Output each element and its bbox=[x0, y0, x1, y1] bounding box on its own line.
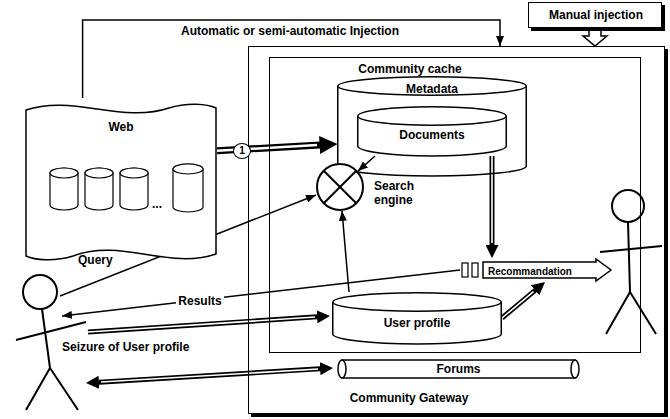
text-slot: Documents bbox=[357, 128, 507, 143]
figure-arms bbox=[600, 246, 662, 252]
cylinder-top bbox=[333, 293, 502, 312]
seizure-label: Seizure of User profile bbox=[62, 341, 189, 355]
server-cylinder bbox=[85, 168, 113, 210]
web-shape: Web bbox=[25, 98, 217, 268]
gateway-box: Community GatewayCommunity cacheMetadata… bbox=[248, 46, 665, 414]
server-cylinder bbox=[120, 168, 148, 210]
forums-arrow bbox=[95, 369, 324, 383]
forums-scroll: Forums bbox=[336, 359, 581, 379]
node-text: Forums bbox=[436, 363, 480, 377]
text-slot: Community Gateway bbox=[309, 391, 509, 406]
text-slot: Recommandation bbox=[488, 264, 618, 278]
figure-leg bbox=[50, 368, 78, 410]
figure-head bbox=[23, 275, 57, 309]
forums-arrow-inner bbox=[101, 369, 318, 382]
recommendation-arrow: Recommandation bbox=[482, 258, 612, 282]
engine-cross bbox=[324, 171, 357, 204]
text-slot: Forums bbox=[336, 362, 581, 377]
connector-line bbox=[83, 20, 500, 98]
user-profile-cylinder: User profile bbox=[332, 292, 502, 344]
node-text: User profile bbox=[384, 317, 451, 331]
figure-body bbox=[628, 222, 630, 292]
documents-to-recommendation bbox=[492, 156, 493, 249]
query-label: Query bbox=[78, 254, 113, 268]
edge-label: Automatic or semi-automatic Injection bbox=[179, 25, 401, 39]
connector-inner bbox=[491, 156, 493, 243]
callout-number: 1 bbox=[233, 143, 251, 159]
arrow-outline bbox=[483, 259, 611, 281]
figure-leg bbox=[630, 292, 656, 334]
scroll-roll bbox=[571, 360, 579, 378]
figure-leg bbox=[606, 292, 630, 334]
cylinder-body bbox=[338, 86, 527, 176]
server-cylinder-top bbox=[173, 164, 203, 174]
injection-box: Manual injection bbox=[528, 2, 662, 28]
node-text: Recommandation bbox=[488, 266, 572, 278]
server-cylinder-top bbox=[120, 168, 148, 178]
connector-line bbox=[342, 211, 349, 292]
server-cylinder bbox=[173, 164, 203, 212]
engine-circle bbox=[317, 164, 363, 210]
figure-body bbox=[42, 309, 50, 368]
manual-injection-arrow bbox=[583, 28, 607, 46]
connector-line bbox=[358, 156, 375, 171]
search-engine: Search engine bbox=[316, 163, 364, 211]
ellipsis: ... bbox=[152, 198, 162, 212]
figure-leg bbox=[26, 368, 50, 410]
text-slot: Manual injection bbox=[529, 8, 663, 23]
scroll-roll bbox=[338, 360, 346, 378]
metadata-cylinder: MetadataDocuments bbox=[337, 76, 527, 176]
profile-to-recommendation bbox=[502, 288, 538, 318]
injection-arrow bbox=[83, 20, 500, 98]
text-slot: Search engine bbox=[374, 180, 438, 208]
figure-head bbox=[612, 190, 644, 222]
documents-cylinder: Documents bbox=[357, 106, 507, 156]
connector-line bbox=[502, 288, 538, 318]
search-engine-outline bbox=[316, 163, 364, 211]
node-text: Community cache bbox=[358, 63, 461, 77]
cache-box: Community cacheMetadataDocumentsSearch e… bbox=[269, 57, 641, 353]
node-text: Metadata bbox=[406, 83, 458, 97]
results-label: Results bbox=[176, 295, 223, 309]
figure-arms bbox=[16, 322, 86, 340]
connector-line bbox=[490, 156, 495, 249]
node-text: Search engine bbox=[374, 180, 438, 208]
seizure-arrow bbox=[88, 317, 321, 332]
scroll-body bbox=[342, 360, 575, 378]
node-text: Documents bbox=[399, 129, 464, 143]
output-bar bbox=[472, 263, 478, 277]
user-figure-right bbox=[600, 190, 662, 334]
profile-to-engine bbox=[342, 211, 349, 292]
engine-cross bbox=[324, 171, 357, 204]
node-text: Community Gateway bbox=[350, 392, 469, 406]
output-bar bbox=[462, 263, 468, 277]
text-slot: Web bbox=[25, 120, 217, 135]
web-outline bbox=[26, 104, 216, 260]
server-cylinder bbox=[50, 168, 78, 210]
node-text: Manual injection bbox=[549, 9, 643, 23]
text-slot: Community cache bbox=[300, 62, 520, 77]
seizure-arrow-inner bbox=[88, 317, 315, 332]
connector-inner bbox=[502, 292, 534, 318]
server-cylinder-top bbox=[85, 168, 113, 178]
connector-inner bbox=[217, 145, 317, 151]
text-slot: User profile bbox=[332, 316, 502, 331]
hollow-arrow bbox=[583, 28, 607, 46]
text-slot: Metadata bbox=[337, 82, 527, 97]
node-text: Web bbox=[108, 121, 133, 135]
server-cylinder-top bbox=[50, 168, 78, 178]
documents-to-engine bbox=[358, 156, 375, 171]
cylinder-top bbox=[358, 107, 507, 126]
